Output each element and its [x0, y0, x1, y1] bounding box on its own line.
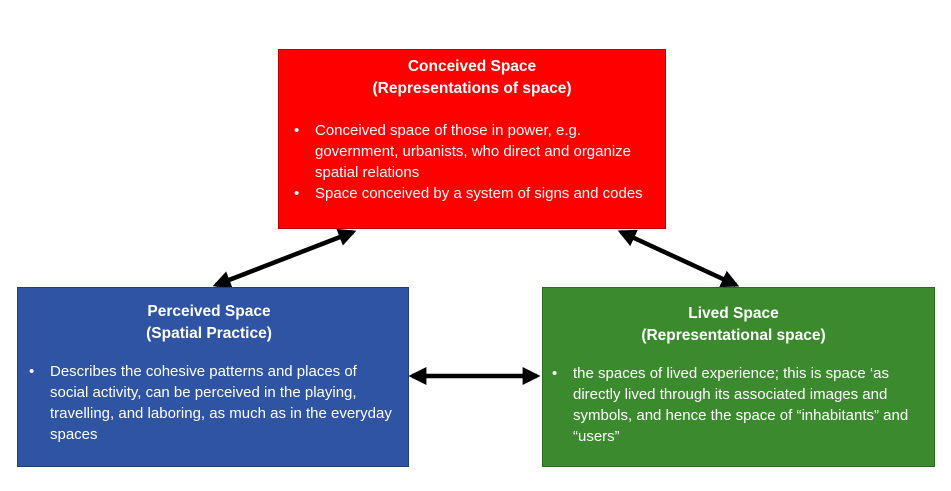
perceived-space-subtitle: (Spatial Practice) [146, 325, 272, 342]
conceived-space-subtitle: (Representations of space) [372, 80, 572, 97]
lived-bullet-1: the spaces of lived experience; this is … [547, 363, 920, 447]
conceived-bullet-2: Space conceived by a system of signs and… [289, 183, 655, 204]
perceived-space-box: Perceived Space (Spatial Practice) Descr… [17, 287, 409, 467]
lived-space-title: Lived Space [688, 305, 779, 322]
arrow-conceived-perceived [212, 228, 357, 289]
lived-space-subtitle: (Representational space) [641, 327, 826, 344]
perceived-space-bullets: Describes the cohesive patterns and plac… [24, 361, 394, 445]
perceived-bullet-1: Describes the cohesive patterns and plac… [24, 361, 394, 445]
lived-space-box: Lived Space (Representational space) the… [542, 287, 935, 467]
conceived-space-box: Conceived Space (Representations of spac… [278, 49, 666, 229]
conceived-bullet-1: Conceived space of those in power, e.g. … [289, 120, 655, 183]
conceived-space-title: Conceived Space [407, 58, 537, 75]
perceived-space-title: Perceived Space [147, 303, 271, 320]
arrow-conceived-lived [617, 229, 740, 288]
lived-space-bullets: the spaces of lived experience; this is … [547, 363, 920, 447]
conceived-space-bullets: Conceived space of those in power, e.g. … [289, 120, 655, 204]
